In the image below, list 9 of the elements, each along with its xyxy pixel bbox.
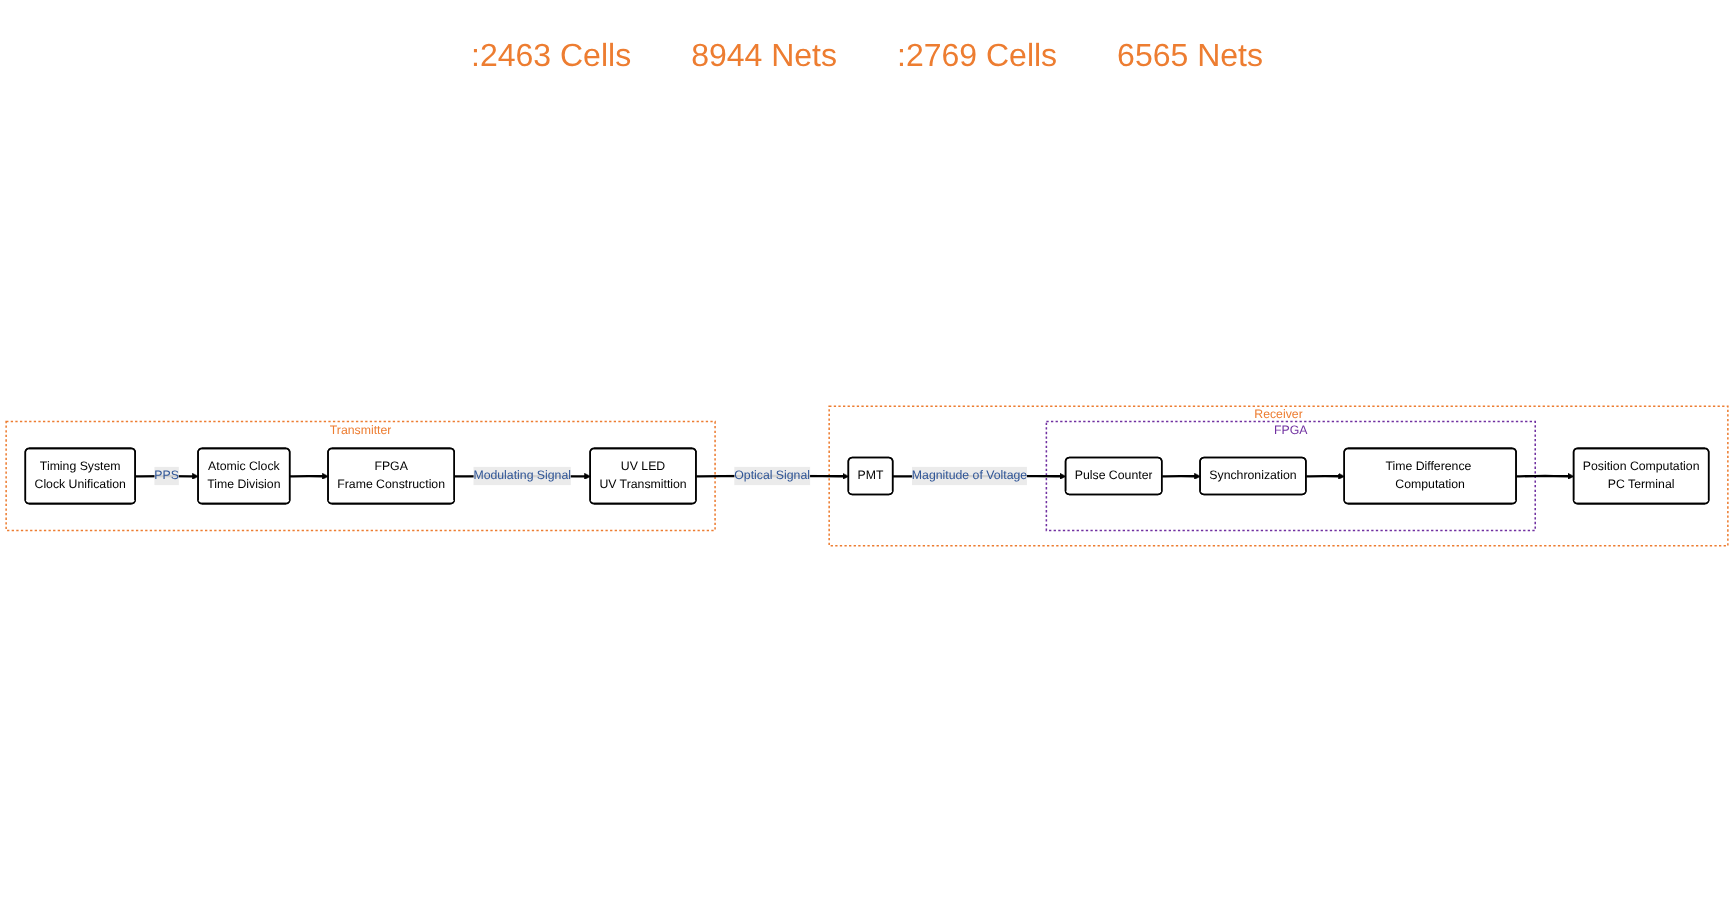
arrow — [1306, 472, 1345, 480]
arrow — [1162, 472, 1201, 480]
arrow — [290, 472, 329, 480]
stat-label: :2769 Cells — [897, 40, 1058, 76]
stat-label: :2463 Cells — [471, 40, 632, 76]
arrow — [135, 472, 199, 480]
stat-label: 6565 Nets — [1117, 40, 1263, 76]
arrow — [1516, 472, 1575, 480]
stat-label: 8944 Nets — [691, 40, 837, 76]
